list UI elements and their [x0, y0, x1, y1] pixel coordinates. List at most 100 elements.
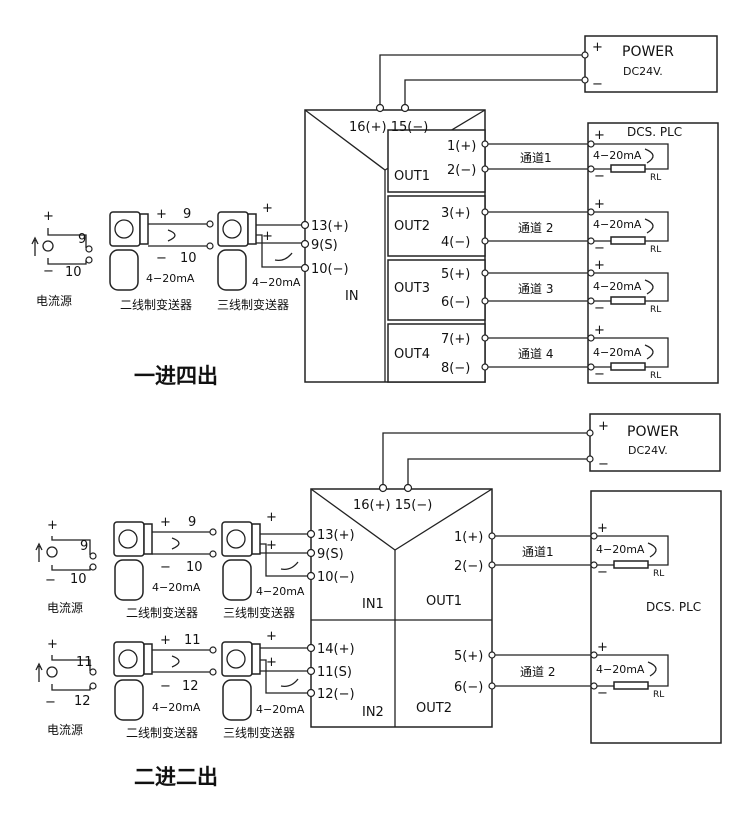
- svg-text:DC24V.: DC24V.: [623, 65, 663, 78]
- current-source-icon: [42, 240, 54, 252]
- top-load-1: + − 4−20mA RL: [587, 128, 669, 184]
- svg-text:OUT3: OUT3: [394, 281, 430, 296]
- svg-text:10: 10: [65, 265, 82, 280]
- svg-text:13(+): 13(+): [317, 528, 355, 543]
- svg-text:通道1: 通道1: [520, 151, 552, 165]
- svg-text:8(−): 8(−): [441, 361, 470, 376]
- svg-text:OUT2: OUT2: [394, 219, 430, 234]
- bottom-row1-current-source: + − 9 10 电流源: [35, 518, 97, 615]
- svg-text:1(+): 1(+): [447, 139, 476, 154]
- svg-text:−: −: [43, 264, 54, 279]
- bottom-power-supply: POWER DC24V. + −: [586, 413, 721, 472]
- svg-text:+: +: [594, 323, 605, 338]
- svg-text:电流源: 电流源: [36, 294, 72, 308]
- top-power-plus-terminal: [581, 51, 589, 59]
- svg-text:+: +: [594, 258, 605, 273]
- top-terminal-15: [400, 103, 410, 113]
- svg-text:二线制变送器: 二线制变送器: [120, 297, 192, 312]
- svg-text:IN1: IN1: [362, 597, 384, 612]
- svg-text:+: +: [47, 518, 58, 533]
- svg-text:4−20mA: 4−20mA: [596, 663, 645, 676]
- svg-text:−: −: [160, 679, 171, 694]
- bottom-power-wire-minus: [407, 458, 587, 484]
- svg-text:14(+): 14(+): [317, 642, 355, 657]
- svg-text:12(−): 12(−): [317, 687, 355, 702]
- top-dcs-plc: DCS. PLC: [587, 122, 719, 384]
- svg-text:+: +: [598, 419, 609, 434]
- svg-text:4−20mA: 4−20mA: [152, 701, 201, 714]
- svg-text:RL: RL: [653, 690, 664, 700]
- top-load-3: + − 4−20mA RL: [587, 258, 669, 316]
- svg-text:2(−): 2(−): [454, 559, 483, 574]
- top-caption: 一进四出: [134, 364, 218, 388]
- svg-text:9(S): 9(S): [311, 238, 338, 253]
- svg-text:+: +: [266, 655, 277, 670]
- svg-text:4−20mA: 4−20mA: [152, 581, 201, 594]
- top-load-4: + − 4−20mA RL: [587, 323, 669, 382]
- top-channel-wires: 通道1 通道 2 通道 3 通道 4: [488, 143, 588, 368]
- svg-text:−: −: [45, 695, 56, 710]
- svg-text:10(−): 10(−): [311, 262, 349, 277]
- svg-text:DC24V.: DC24V.: [628, 444, 668, 457]
- svg-text:+: +: [160, 515, 171, 530]
- svg-text:+: +: [262, 201, 273, 216]
- svg-text:6(−): 6(−): [441, 295, 470, 310]
- svg-text:+: +: [597, 640, 608, 655]
- svg-text:−: −: [594, 241, 605, 256]
- svg-text:+: +: [156, 207, 167, 222]
- top-current-source: + − 9 10 电流源: [31, 209, 93, 308]
- svg-text:2(−): 2(−): [447, 163, 476, 178]
- svg-text:10: 10: [180, 251, 197, 266]
- svg-text:RL: RL: [650, 305, 661, 315]
- svg-text:+: +: [43, 209, 54, 224]
- svg-text:二线制变送器: 二线制变送器: [126, 605, 198, 620]
- current-source-icon: [46, 666, 58, 678]
- top-power-terminal-label: 16(+) 15(−): [349, 120, 428, 135]
- svg-text:4−20mA: 4−20mA: [256, 585, 305, 598]
- svg-text:9: 9: [188, 515, 196, 530]
- bottom-diagram: POWER DC24V. + − 16(+) 15(−) 13(+) 9(S) …: [35, 413, 722, 789]
- bottom-dcs-plc: DCS. PLC: [590, 490, 722, 744]
- svg-text:IN2: IN2: [362, 705, 384, 720]
- bottom-load-2: + − 4−20mA RL: [590, 640, 669, 701]
- svg-text:12: 12: [74, 694, 91, 709]
- svg-text:+: +: [266, 538, 277, 553]
- svg-text:通道 4: 通道 4: [518, 347, 553, 361]
- svg-text:13(+): 13(+): [311, 219, 349, 234]
- svg-text:电流源: 电流源: [47, 601, 83, 615]
- svg-text:−: −: [160, 560, 171, 575]
- bottom-caption: 二进二出: [134, 765, 218, 789]
- svg-text:−: −: [594, 301, 605, 316]
- svg-text:电流源: 电流源: [47, 723, 83, 737]
- svg-text:−: −: [597, 686, 608, 701]
- top-module: 16(+) 15(−) IN 13(+) 9(S) 10(−) OUT1 OUT…: [300, 103, 489, 383]
- svg-text:RL: RL: [653, 569, 664, 579]
- svg-text:+: +: [597, 521, 608, 536]
- svg-text:4−20mA: 4−20mA: [146, 272, 195, 285]
- svg-text:二线制变送器: 二线制变送器: [126, 725, 198, 740]
- bottom-power-wire-plus: [382, 432, 587, 484]
- top-terminal-16: [375, 103, 385, 113]
- svg-text:POWER: POWER: [627, 424, 679, 440]
- top-two-wire-transmitter: + 9 − 10 4−20mA 二线制变送器: [109, 207, 214, 312]
- svg-text:10: 10: [70, 572, 87, 587]
- svg-text:5(+): 5(+): [441, 267, 470, 282]
- svg-text:11(S): 11(S): [317, 665, 352, 680]
- svg-text:4−20mA: 4−20mA: [596, 543, 645, 556]
- svg-text:三线制变送器: 三线制变送器: [217, 297, 289, 312]
- bottom-channel-wires: 通道1 通道 2: [495, 535, 591, 687]
- svg-text:10: 10: [186, 560, 203, 575]
- svg-text:+: +: [266, 629, 277, 644]
- svg-text:RL: RL: [650, 245, 661, 255]
- svg-text:1(+): 1(+): [454, 530, 483, 545]
- svg-text:11: 11: [184, 633, 201, 648]
- svg-text:3(+): 3(+): [441, 206, 470, 221]
- svg-text:通道 2: 通道 2: [520, 665, 555, 679]
- svg-text:OUT4: OUT4: [394, 347, 430, 362]
- svg-text:11: 11: [76, 655, 93, 670]
- svg-text:+: +: [47, 637, 58, 652]
- svg-text:三线制变送器: 三线制变送器: [223, 725, 295, 740]
- top-in-label: IN: [345, 289, 359, 304]
- svg-text:+: +: [266, 510, 277, 525]
- svg-text:9: 9: [78, 232, 86, 247]
